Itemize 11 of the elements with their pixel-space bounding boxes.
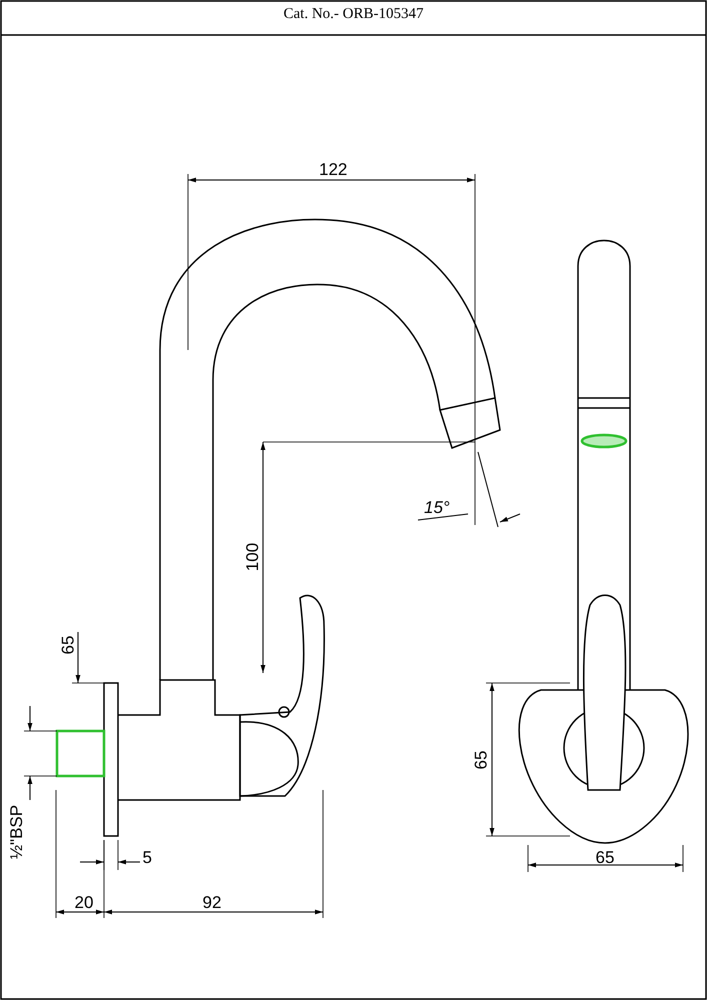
dimension-label: ½"BSP — [8, 804, 26, 860]
catalog-number: Cat. No.- ORB-105347 — [284, 6, 424, 22]
dimension-label: 65 — [472, 750, 490, 770]
dimension-label: 15° — [424, 499, 450, 517]
dimension-label: 5 — [142, 849, 152, 867]
dimension-label: 92 — [202, 894, 222, 912]
dimension-label: 65 — [58, 636, 77, 654]
dimension-label: 100 — [244, 542, 262, 572]
dimension-label: 122 — [319, 161, 348, 179]
dimension-label: 65 — [596, 849, 614, 867]
dimension-label: 20 — [74, 894, 94, 912]
